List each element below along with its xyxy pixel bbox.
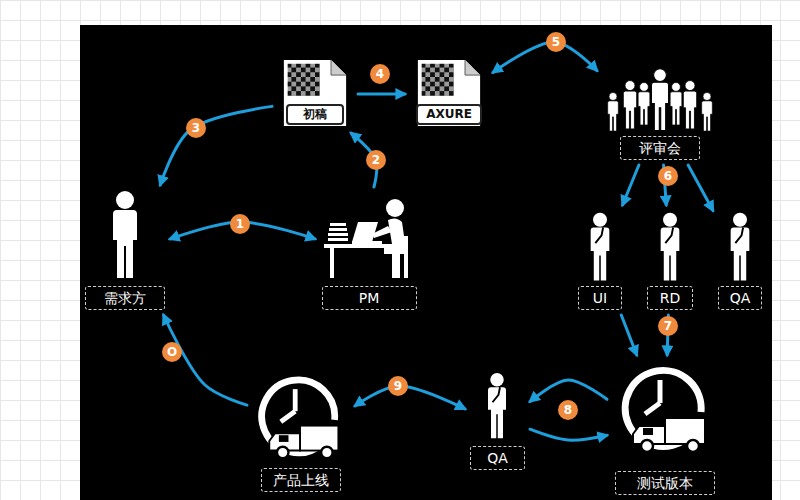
node-label: UI bbox=[578, 286, 622, 310]
flow-arrow bbox=[530, 380, 607, 402]
document-node: 初稿 bbox=[275, 58, 355, 130]
node-label: 测试版本 bbox=[615, 471, 715, 495]
callout-number: 4 bbox=[370, 64, 390, 84]
role-node: PM bbox=[318, 190, 420, 312]
person-icon bbox=[731, 213, 750, 281]
pm-desk bbox=[324, 199, 408, 278]
role-node: 测试版本 bbox=[610, 358, 720, 498]
role-node: RD bbox=[645, 208, 695, 312]
node-label: 评审会 bbox=[620, 136, 700, 160]
person-icon bbox=[488, 373, 506, 438]
document-node: AXURE bbox=[408, 58, 490, 130]
callout-number: 9 bbox=[388, 376, 408, 396]
callout-number: 8 bbox=[558, 400, 578, 420]
flow-arrow bbox=[688, 165, 713, 211]
people-group bbox=[608, 69, 713, 131]
node-label: QA bbox=[718, 286, 762, 310]
person-icon bbox=[591, 213, 610, 281]
role-node: 评审会 bbox=[600, 65, 720, 162]
node-label: AXURE bbox=[416, 104, 482, 125]
clock-truck-icon bbox=[262, 380, 339, 458]
flow-arrow bbox=[623, 165, 639, 205]
node-label: RD bbox=[647, 286, 693, 310]
role-node: 需求方 bbox=[83, 188, 167, 312]
callout-number: 7 bbox=[658, 316, 678, 336]
node-label: 初稿 bbox=[286, 104, 344, 125]
callout-number: O bbox=[162, 342, 182, 362]
person-icon bbox=[661, 213, 680, 281]
flow-arrow bbox=[621, 315, 636, 355]
callout-number: 2 bbox=[366, 150, 386, 170]
node-label: QA bbox=[470, 446, 525, 470]
callout-number: 6 bbox=[658, 166, 678, 186]
flow-arrow bbox=[160, 106, 272, 185]
node-label: 产品上线 bbox=[261, 468, 341, 492]
role-node: QA bbox=[468, 368, 527, 472]
panel bbox=[80, 25, 772, 500]
role-node: 产品上线 bbox=[250, 368, 352, 494]
node-label: 需求方 bbox=[85, 286, 165, 310]
node-label: PM bbox=[322, 286, 417, 310]
role-node: QA bbox=[716, 208, 764, 312]
person-icon bbox=[113, 191, 137, 278]
flow-arrow bbox=[493, 42, 597, 72]
document-icon bbox=[284, 60, 346, 126]
flow-arrow bbox=[358, 93, 405, 96]
role-node: UI bbox=[576, 208, 624, 312]
callout-number: 3 bbox=[186, 118, 206, 138]
flow-arrow bbox=[355, 386, 465, 409]
callout-number: 5 bbox=[546, 32, 566, 52]
callout-number: 1 bbox=[230, 214, 250, 234]
flow-arrow bbox=[530, 429, 607, 440]
clock-truck-icon bbox=[625, 370, 705, 452]
